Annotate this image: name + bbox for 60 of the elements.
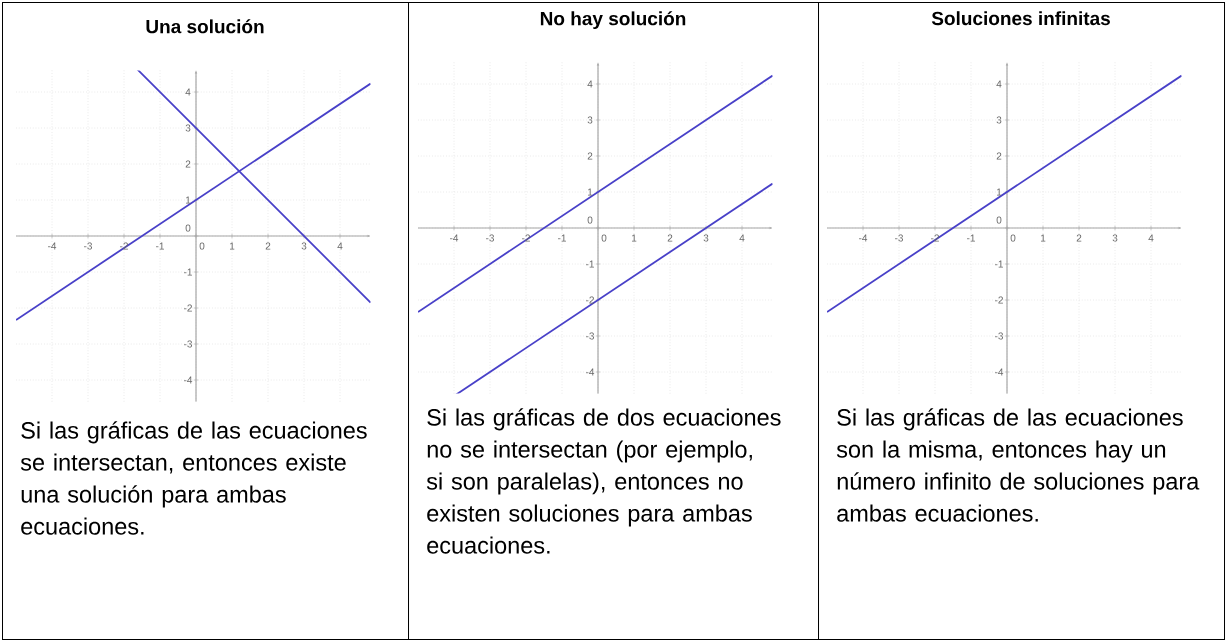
description-text: Si las gráficas de dos ecuaciones no se intersectan (por ejemplo, si son paralelas), entonces no existen soluciones para ambas ecuaciones. [426,408,781,554]
tick-label: 1 [230,242,235,250]
table-cell [408,2,819,640]
tick-label: 0 [185,224,191,232]
tick-label: -4 [450,234,459,242]
tick-label: 0 [199,242,205,250]
tick-label: -4 [995,368,1004,376]
column-heading: No hay solución [540,11,686,30]
tick-label: 3 [703,234,709,242]
tick-label: -1 [586,260,594,268]
tick-label: -4 [48,242,57,250]
tick-label: 0 [1010,234,1016,242]
tick-label: 4 [996,80,1002,88]
tick-label: 4 [587,80,593,88]
tick-label: 3 [587,116,593,124]
description-text: Si las gráficas de las ecuaciones son la misma, entonces hay un número infinito de soluciones para ambas ecuaciones. [836,408,1200,522]
tick-label: 3 [996,116,1002,124]
tick-label: -3 [486,234,494,242]
tick-label: -2 [586,296,594,304]
tick-label: 1 [588,188,593,196]
tick-label: 1 [186,196,191,204]
tick-label: 2 [265,242,271,250]
tick-label: -2 [184,304,192,312]
tick-label: -4 [859,234,868,242]
tick-label: 1 [997,188,1002,196]
tick-label: -3 [586,332,594,340]
tick-label: 4 [739,234,745,242]
tick-label: -1 [967,234,975,242]
tick-label: 1 [1041,234,1046,242]
tick-label: 4 [1148,234,1154,242]
tick-label: -2 [995,296,1003,304]
tick-label: 2 [667,234,673,242]
tick-label: -1 [156,242,164,250]
tick-label: 2 [1076,234,1082,242]
tick-label: -1 [558,234,566,242]
tick-label: -4 [184,376,193,384]
tick-label: -3 [84,242,92,250]
tick-label: 0 [587,216,593,224]
tick-label: -1 [995,260,1003,268]
tick-label: -3 [895,234,903,242]
tick-label: 2 [996,152,1002,160]
tick-label: 4 [337,242,343,250]
tick-label: 2 [185,160,191,168]
tick-label: 2 [587,152,593,160]
tick-label: 3 [185,124,191,132]
tick-label: -3 [995,332,1003,340]
description-text: Si las gráficas de las ecuaciones se intersectan, entonces existe una solución para ambas ecuaciones. [20,421,367,535]
tick-label: -1 [184,268,192,276]
tick-label: 3 [301,242,307,250]
tick-label: 1 [632,234,637,242]
column-heading: Una solución [146,19,264,34]
tick-label: 0 [601,234,607,242]
tick-label: -3 [184,340,192,348]
table-cell [818,2,1225,640]
column-heading: Soluciones infinitas [931,11,1110,26]
tick-label: 4 [185,88,191,96]
tick-label: 3 [1112,234,1118,242]
table-cell [2,2,409,640]
tick-label: -4 [586,368,595,376]
tick-label: 0 [996,216,1002,224]
